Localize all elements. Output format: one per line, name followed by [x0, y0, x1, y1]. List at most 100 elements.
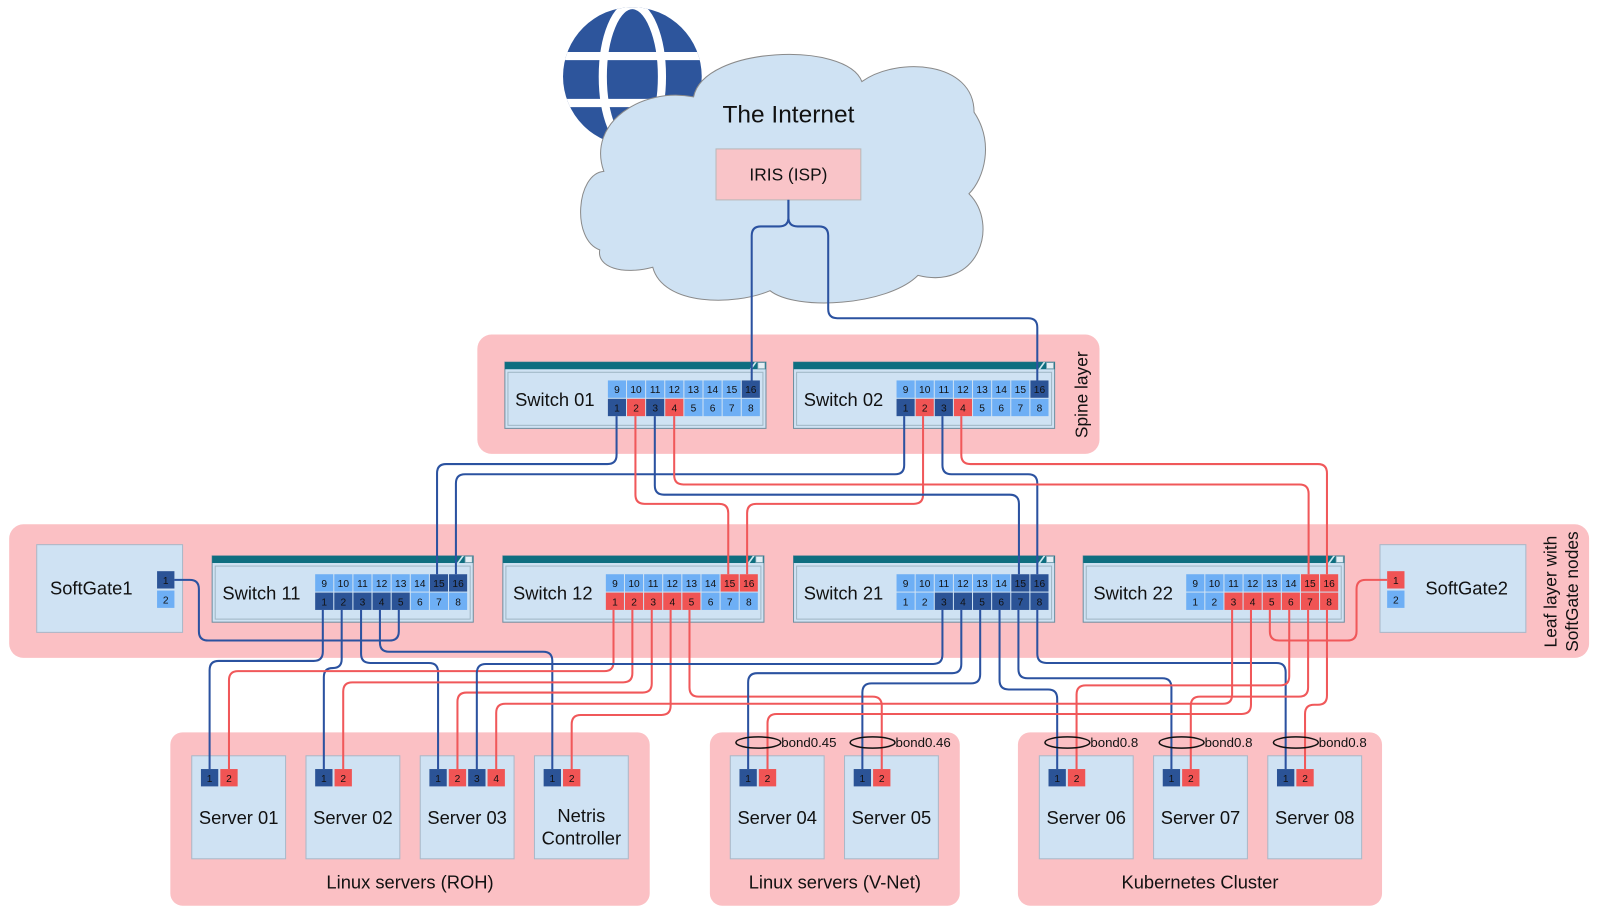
port-switch-02-7[interactable]: 7: [1011, 398, 1030, 417]
link-switch-11-2-to-server-02-1[interactable]: [322, 609, 343, 770]
port-switch-12-3[interactable]: 3: [644, 592, 663, 610]
port-netris-controller-1[interactable]: 1: [543, 769, 561, 787]
link-switch-11-4-to-netris-controller-1[interactable]: [378, 609, 554, 770]
port-switch-11-1[interactable]: 1: [315, 592, 334, 610]
port-softgate2-2[interactable]: 2: [1387, 590, 1405, 608]
isp-node[interactable]: IRIS (ISP): [715, 148, 862, 201]
port-switch-02-9[interactable]: 9: [896, 380, 915, 398]
port-switch-22-3[interactable]: 3: [1224, 592, 1243, 610]
port-switch-21-8[interactable]: 8: [1030, 592, 1049, 610]
port-switch-02-5[interactable]: 5: [973, 398, 992, 417]
link-switch-01-1-to-switch-11-15[interactable]: [436, 416, 618, 575]
link-switch-12-1-to-server-01-2[interactable]: [227, 609, 615, 770]
window-maximize-icon[interactable]: [1046, 555, 1055, 563]
port-switch-21-16[interactable]: 16: [1030, 574, 1049, 592]
link-switch-21-4-to-server-04-1[interactable]: [747, 609, 963, 770]
port-switch-01-3[interactable]: 3: [646, 398, 665, 417]
port-server-02-1[interactable]: 1: [315, 769, 333, 787]
port-server-07-2[interactable]: 2: [1182, 769, 1200, 787]
port-switch-01-13[interactable]: 13: [684, 380, 703, 398]
port-switch-01-11[interactable]: 11: [646, 380, 665, 398]
port-switch-21-12[interactable]: 12: [953, 574, 973, 592]
port-switch-12-6[interactable]: 6: [701, 592, 720, 610]
port-switch-11-8[interactable]: 8: [449, 592, 468, 610]
port-switch-22-7[interactable]: 7: [1300, 592, 1320, 610]
port-server-08-2[interactable]: 2: [1296, 769, 1314, 787]
port-switch-02-1[interactable]: 1: [896, 398, 915, 417]
port-switch-21-4[interactable]: 4: [953, 592, 973, 610]
port-switch-12-8[interactable]: 8: [739, 592, 758, 610]
port-switch-22-15[interactable]: 15: [1300, 574, 1320, 592]
port-switch-01-5[interactable]: 5: [684, 398, 703, 417]
port-switch-22-2[interactable]: 2: [1205, 592, 1224, 610]
port-switch-01-6[interactable]: 6: [703, 398, 722, 417]
port-server-01-1[interactable]: 1: [200, 769, 219, 787]
link-switch-22-7-to-server-07-2[interactable]: [1189, 609, 1310, 770]
port-switch-02-10[interactable]: 10: [915, 380, 934, 398]
port-switch-11-5[interactable]: 5: [391, 592, 410, 610]
port-switch-12-10[interactable]: 10: [624, 574, 644, 592]
port-switch-22-4[interactable]: 4: [1243, 592, 1262, 610]
port-netris-controller-2[interactable]: 2: [563, 769, 581, 787]
port-softgate1-2[interactable]: 2: [157, 590, 175, 608]
port-switch-12-7[interactable]: 7: [720, 592, 739, 610]
port-switch-21-5[interactable]: 5: [973, 592, 992, 610]
link-switch-21-6-to-server-06-1[interactable]: [998, 609, 1059, 770]
link-switch-02-1-to-switch-11-16[interactable]: [454, 416, 906, 575]
port-switch-21-9[interactable]: 9: [896, 574, 915, 592]
port-switch-21-10[interactable]: 10: [915, 574, 934, 592]
port-switch-11-11[interactable]: 11: [353, 574, 372, 592]
port-server-08-1[interactable]: 1: [1276, 769, 1295, 787]
link-switch-01-4-to-switch-22-15[interactable]: [673, 416, 1310, 575]
port-switch-11-9[interactable]: 9: [315, 574, 334, 592]
port-switch-12-9[interactable]: 9: [605, 574, 624, 592]
port-switch-11-10[interactable]: 10: [334, 574, 353, 592]
port-switch-12-14[interactable]: 14: [701, 574, 720, 592]
link-switch-12-4-to-netris-controller-2[interactable]: [570, 609, 672, 770]
port-switch-12-2[interactable]: 2: [624, 592, 644, 610]
port-switch-22-16[interactable]: 16: [1320, 574, 1339, 592]
link-switch-11-3-to-server-03-1[interactable]: [360, 609, 440, 770]
port-switch-11-6[interactable]: 6: [410, 592, 429, 610]
port-switch-22-9[interactable]: 9: [1186, 574, 1205, 592]
port-switch-11-16[interactable]: 16: [449, 574, 468, 592]
link-switch-22-6-to-server-06-2[interactable]: [1075, 609, 1291, 770]
port-switch-21-7[interactable]: 7: [1011, 592, 1030, 610]
port-switch-02-15[interactable]: 15: [1011, 380, 1030, 398]
link-switch-12-3-to-server-03-2[interactable]: [456, 609, 653, 770]
window-maximize-icon[interactable]: [1046, 362, 1055, 370]
port-switch-11-14[interactable]: 14: [410, 574, 429, 592]
port-switch-01-16[interactable]: 16: [741, 380, 760, 398]
port-switch-02-12[interactable]: 12: [953, 380, 973, 398]
port-switch-11-2[interactable]: 2: [334, 592, 353, 610]
port-switch-02-14[interactable]: 14: [992, 380, 1011, 398]
window-maximize-icon[interactable]: [464, 555, 473, 563]
port-switch-21-14[interactable]: 14: [992, 574, 1011, 592]
port-switch-21-13[interactable]: 13: [973, 574, 992, 592]
window-maximize-icon[interactable]: [1335, 555, 1344, 563]
link-switch-22-3-to-server-03-4[interactable]: [495, 609, 1234, 770]
port-switch-02-3[interactable]: 3: [934, 398, 953, 417]
port-server-04-2[interactable]: 2: [758, 769, 777, 787]
port-switch-01-14[interactable]: 14: [703, 380, 722, 398]
window-maximize-icon[interactable]: [755, 555, 764, 563]
port-softgate2-1[interactable]: 1: [1387, 571, 1405, 589]
port-switch-12-1[interactable]: 1: [605, 592, 624, 610]
port-switch-11-7[interactable]: 7: [429, 592, 449, 610]
link-switch-12-5-to-server-05-2[interactable]: [688, 609, 883, 770]
port-server-04-1[interactable]: 1: [739, 769, 757, 787]
window-maximize-icon[interactable]: [757, 362, 766, 370]
port-switch-01-8[interactable]: 8: [741, 398, 760, 417]
port-server-03-2[interactable]: 2: [448, 769, 467, 787]
port-switch-21-2[interactable]: 2: [915, 592, 934, 610]
port-switch-12-11[interactable]: 11: [644, 574, 663, 592]
port-server-05-2[interactable]: 2: [873, 769, 891, 787]
